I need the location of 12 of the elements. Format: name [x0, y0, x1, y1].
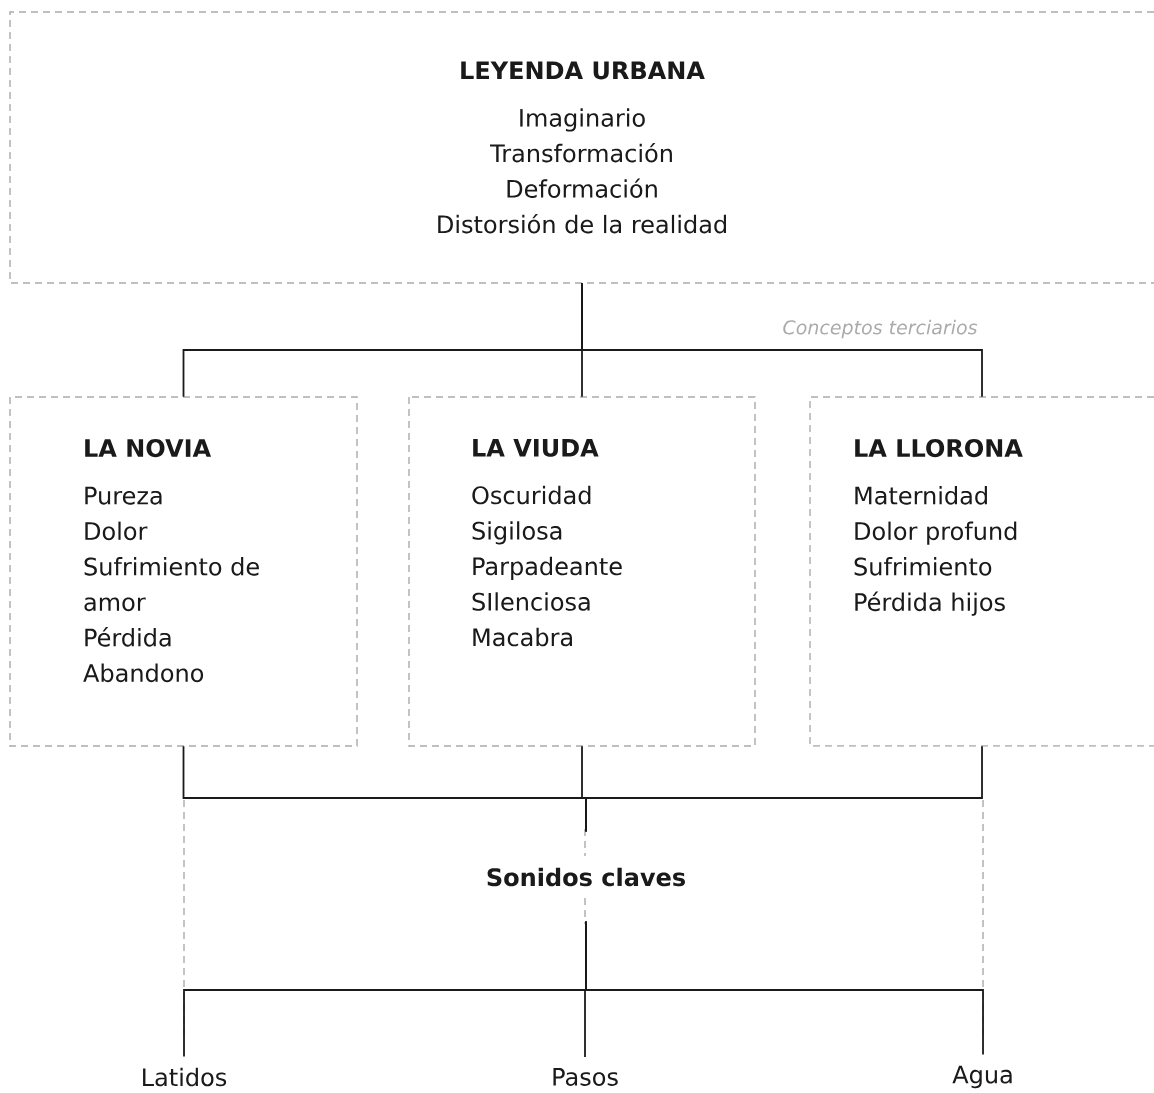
connector-line — [585, 920, 984, 1056]
concept-box: LA LLORONA Maternidad Dolor profund Sufrimiento Pérdida hijos — [809, 396, 1154, 747]
connector-line — [581, 282, 983, 398]
connector-line — [585, 745, 983, 833]
sound-label: Agua — [952, 1065, 1012, 1089]
sound-label: Latidos — [143, 1067, 227, 1087]
heading-text: Sonidos claves — [487, 867, 685, 887]
concept-box: LA NOVIA Pureza Dolor Sufrimiento de amor Pérdida Abandono — [9, 396, 358, 747]
concept-box: LA VIUDA Oscuridad Sigilosa Parpadeante SIlenciosa Macabra — [408, 396, 756, 747]
concept-box: LEYENDA URBANA Imaginario Transformación Deformación Distorsión de la realidad — [9, 11, 1154, 284]
annotation-text: Conceptos terciarios — [783, 319, 978, 339]
sound-label: Pasos — [553, 1068, 618, 1086]
